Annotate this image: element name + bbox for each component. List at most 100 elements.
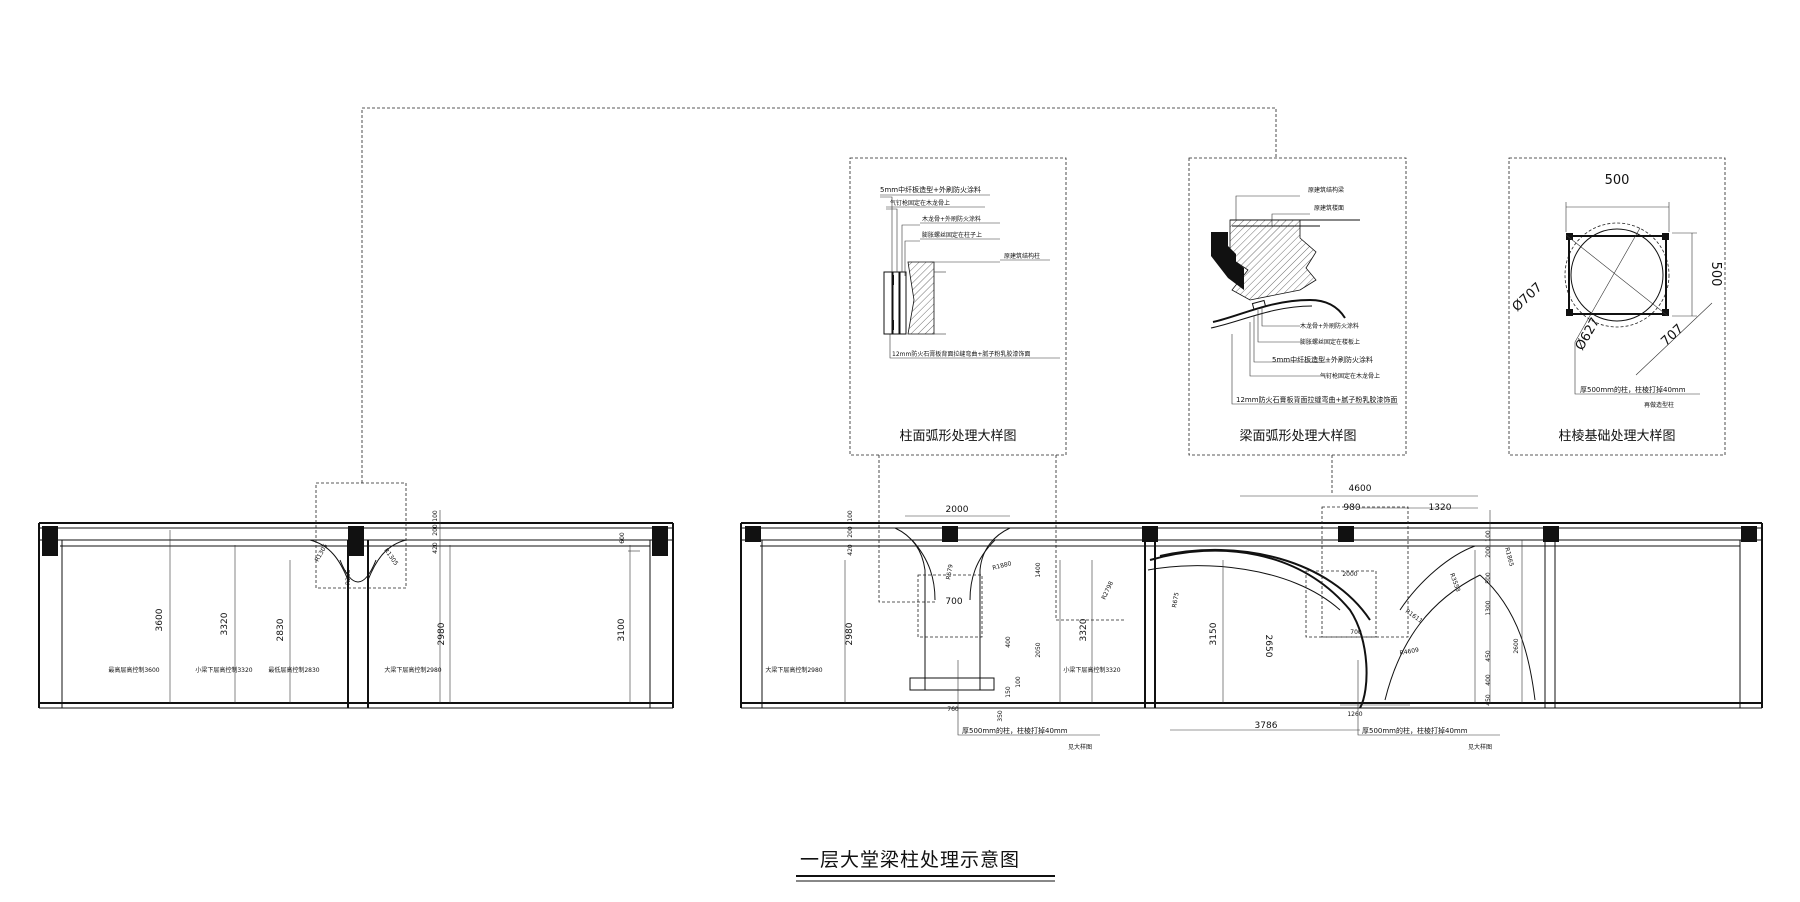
note: 厚500mm的柱，柱棱打掉40mm <box>962 726 1068 735</box>
dim-height: 500 <box>1708 262 1723 287</box>
dim: 1400 <box>1035 562 1042 577</box>
gypsum-board <box>883 271 893 335</box>
label: 小梁下层高控制3320 <box>195 666 252 674</box>
dim: 4600 <box>1349 484 1372 494</box>
note: 12mm防火石膏板背面拉缝弯曲+腻子粉乳胶漆饰面 <box>1236 395 1397 404</box>
dim: 2830 <box>276 618 286 641</box>
dim: 350 <box>997 710 1004 722</box>
column-square <box>1568 235 1667 315</box>
dim: 450 <box>1485 650 1492 662</box>
dim: 200 <box>1485 546 1492 558</box>
dim: R1880 <box>992 560 1013 572</box>
dim: 150 <box>1005 686 1012 698</box>
dim: 1320 <box>1429 503 1452 513</box>
dim: 3786 <box>1255 721 1278 731</box>
note: 原建筑楼面 <box>1314 204 1344 212</box>
dim: 700 <box>945 597 962 607</box>
note: 木龙骨+外刷防火涂料 <box>922 215 981 223</box>
dim: 2000 <box>1342 571 1357 578</box>
dim-width: 500 <box>1605 173 1630 188</box>
note: 12mm防火石膏板背面拉缝弯曲+腻子粉乳胶漆饰面 <box>892 350 1030 358</box>
dim: R1305 <box>382 547 399 567</box>
detail-frame <box>849 157 1067 456</box>
detail-column-face: 5mm中纤板造型+外刷防火涂料 气钉枪固定在木龙骨上 木龙骨+外刷防火涂料 膨胀… <box>849 157 1067 456</box>
note: 木龙骨+外刷防火涂料 <box>1300 322 1359 330</box>
detail-frame <box>1188 157 1407 456</box>
dim: 100 <box>432 510 439 522</box>
dim: 420 <box>847 544 854 556</box>
detail-caption: 柱面弧形处理大样图 <box>899 429 1016 444</box>
left-section: 3600 3320 2830 2980 3100 600 420 200 100… <box>38 482 674 709</box>
dim-diagonal: 707 <box>1658 321 1686 349</box>
label: 最高层高控制3600 <box>108 666 159 674</box>
dim: 450 <box>1485 694 1492 706</box>
detail-caption: 梁面弧形处理大样图 <box>1239 429 1356 444</box>
note: 原建筑结构梁 <box>1308 186 1344 194</box>
dim: 3600 <box>155 608 165 631</box>
dim: 2050 <box>1035 642 1042 657</box>
detail-frame <box>1508 157 1726 456</box>
dim: 2980 <box>845 622 855 645</box>
circle-627 <box>1570 228 1664 322</box>
callout-leader-lines <box>361 107 1333 621</box>
dim: R675 <box>1171 592 1181 609</box>
dim: R4609 <box>1399 647 1420 657</box>
note: 5mm中纤板造型+外刷防火涂料 <box>880 185 981 194</box>
dim: R265 <box>345 569 352 585</box>
dim: R2798 <box>1100 580 1115 601</box>
note: 见大样图 <box>1068 743 1092 751</box>
dim: 420 <box>432 542 439 554</box>
dim: 100 <box>1485 530 1492 542</box>
note: 厚500mm的柱，柱棱打掉40mm <box>1362 726 1468 735</box>
dim: R1611 <box>1404 608 1424 625</box>
label: 大梁下层高控制2980 <box>765 666 822 674</box>
note: 5mm中纤板造型+外刷防火涂料 <box>1272 355 1373 364</box>
label: 大梁下层高控制2980 <box>384 666 441 674</box>
note: 原建筑结构柱 <box>1004 252 1040 260</box>
note: 见大样图 <box>1468 743 1492 751</box>
drawing-title: 一层大堂梁柱处理示意图 <box>796 849 1055 882</box>
dim: 700 <box>1350 629 1362 636</box>
dim: 760 <box>947 706 959 713</box>
right-section: 2000 700 R579 R1880 1400 2980 420 200 10… <box>740 484 1763 751</box>
dim: 1260 <box>1347 711 1362 718</box>
circle-707 <box>1564 222 1670 328</box>
note: 膨胀螺丝固定在柱子上 <box>922 231 982 239</box>
detail-beam-face: 原建筑结构梁 原建筑楼面 木龙骨+外刷防火涂料 膨胀螺丝固定在楼板上 5mm中纤… <box>1188 157 1407 456</box>
dim: 3100 <box>617 618 627 641</box>
dim: 3150 <box>1209 622 1219 645</box>
note: 气钉枪固定在木龙骨上 <box>890 199 950 207</box>
note: 再做造型柱 <box>1644 401 1674 409</box>
dim: 2000 <box>946 505 969 515</box>
dim: R579 <box>945 564 955 581</box>
dim-dia-707: Ø707 <box>1510 280 1546 315</box>
dim: 400 <box>1485 674 1492 686</box>
label: 小梁下层高控制3320 <box>1063 666 1120 674</box>
note: 厚500mm的柱，柱棱打掉40mm <box>1580 385 1686 394</box>
dim: 2650 <box>1263 635 1273 658</box>
note: 膨胀螺丝固定在楼板上 <box>1300 338 1360 346</box>
dim: 2980 <box>437 622 447 645</box>
dim-dia-627: Ø627 <box>1573 315 1604 353</box>
dim: 980 <box>1343 503 1360 513</box>
dim: 2600 <box>1513 638 1520 653</box>
dim: 500 <box>1485 572 1492 584</box>
dim: 3320 <box>220 612 230 635</box>
label: 最低层高控制2830 <box>268 666 319 674</box>
note: 气钉枪固定在木龙骨上 <box>1320 372 1380 380</box>
detail-caption: 柱棱基础处理大样图 <box>1558 428 1675 444</box>
structural-column <box>907 261 935 335</box>
dim: 1300 <box>1485 600 1492 615</box>
dim: 3320 <box>1079 618 1089 641</box>
dim: 200 <box>432 524 439 536</box>
dim: 200 <box>847 526 854 538</box>
page-title: 一层大堂梁柱处理示意图 <box>800 849 1020 871</box>
dim: 100 <box>1015 676 1022 688</box>
dim: R1865 <box>1503 547 1515 568</box>
dim: 400 <box>1005 636 1012 648</box>
dim: R3553 <box>1448 572 1461 593</box>
structural-beam <box>1229 219 1317 301</box>
detail-column-base: 500 500 707 Ø707 Ø627 厚500mm的柱，柱棱打掉40mm … <box>1508 157 1726 456</box>
gypsum-curve <box>1212 298 1346 323</box>
